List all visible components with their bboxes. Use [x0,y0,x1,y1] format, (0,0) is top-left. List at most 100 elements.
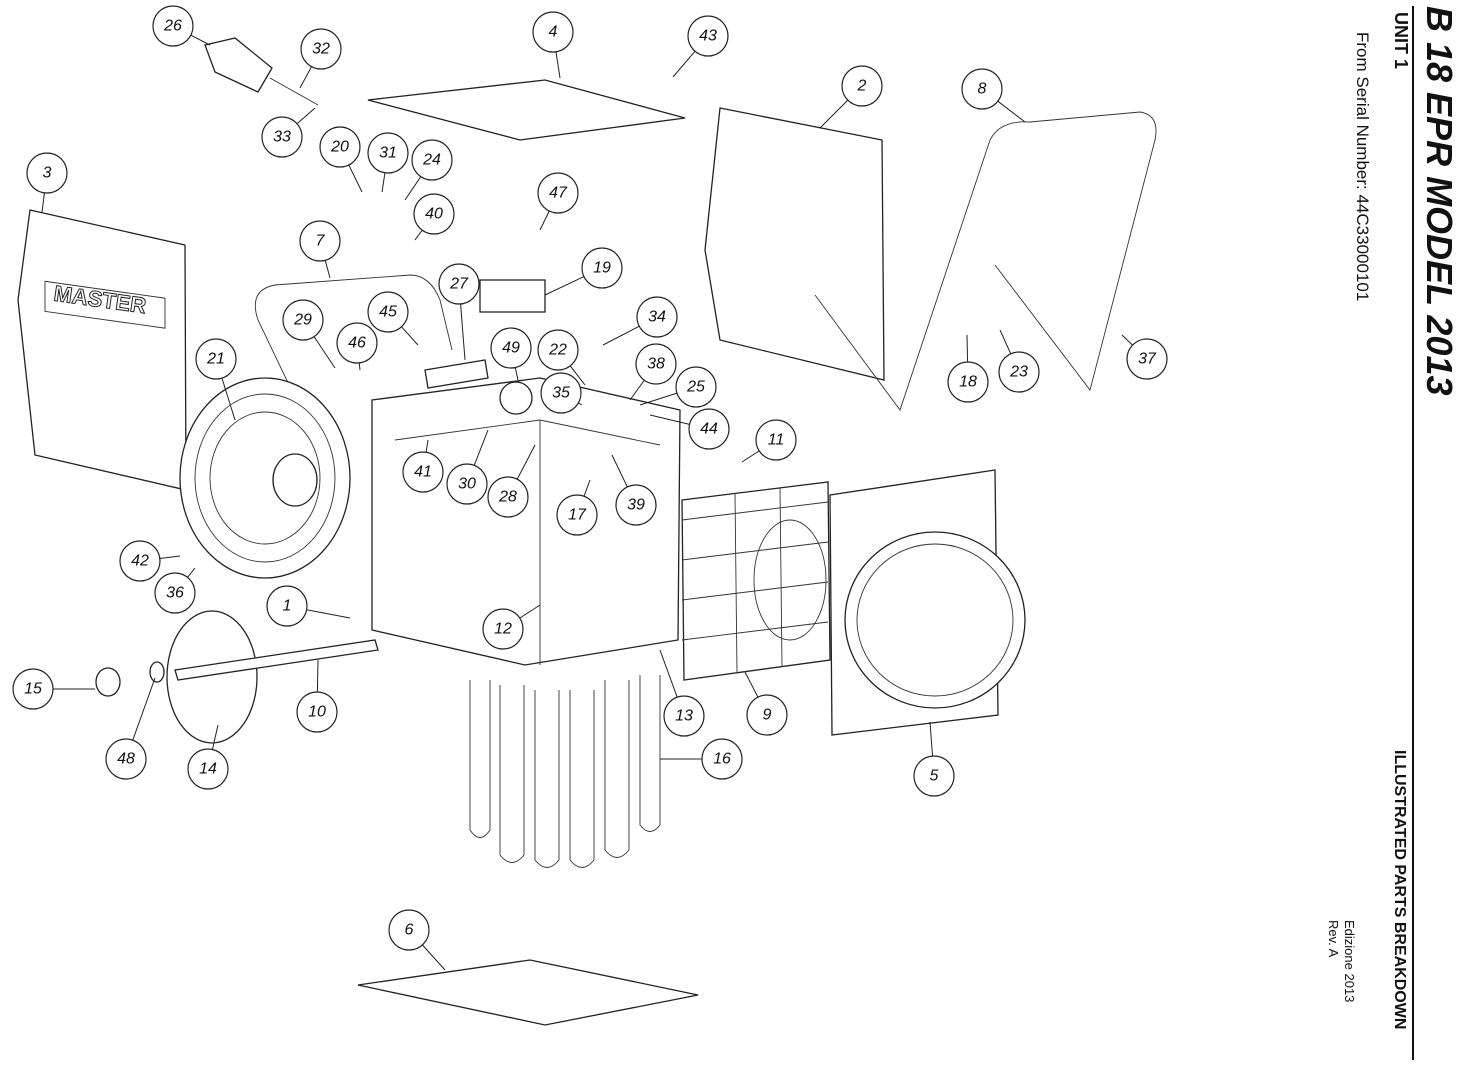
revision-label: Rev. A [1326,920,1341,958]
callout-29: 29 [282,299,324,341]
hub-cap [95,667,121,697]
callout-circle [615,484,657,526]
callout-circle [319,126,361,168]
leader-line [132,677,156,741]
callout-17: 17 [556,494,598,536]
leader-line [659,649,678,698]
callout-circle [195,338,237,380]
callout-number: 23 [1009,364,1028,381]
callout-number: 4 [549,24,558,41]
callout-circle [675,366,717,408]
leader-line [473,429,489,466]
callout-number: 29 [293,312,312,329]
leader-line [211,724,219,750]
callout-number: 41 [414,464,432,481]
callout-circle [296,691,338,733]
leader-line [460,303,466,361]
leader-line [639,392,678,406]
leader-line [1121,334,1133,346]
callout-circle [187,748,229,790]
callout-number: 37 [1138,351,1157,368]
callout-number: 12 [494,621,512,638]
callout-26: 26 [152,5,194,47]
callout-circle [537,329,579,371]
power-cable [269,77,319,106]
callout-46: 46 [336,322,378,364]
callout-number: 46 [348,335,366,352]
callout-3: 3 [26,152,68,194]
callout-12: 12 [482,608,524,650]
callout-circle [487,476,529,518]
callout-number: 32 [312,41,330,58]
callout-circle [12,668,54,710]
callout-38: 38 [635,343,677,385]
callout-number: 25 [686,379,705,396]
callout-number: 20 [330,139,349,156]
callout-circle [367,132,409,174]
callout-number: 28 [498,489,517,506]
callout-33: 33 [261,116,303,158]
callout-27: 27 [438,263,480,305]
callout-35: 35 [540,372,582,414]
main-housing [371,377,681,666]
callout-36: 36 [154,572,196,614]
callout-number: 7 [316,233,326,250]
callout-number: 38 [647,356,665,373]
callout-circle [119,540,161,582]
callout-14: 14 [187,748,229,790]
callout-number: 21 [206,351,225,368]
leader-line [296,107,316,125]
callout-8: 8 [961,68,1003,110]
leader-line [578,402,583,406]
callout-circle [1126,338,1168,380]
callout-9: 9 [746,694,788,736]
callout-45: 45 [367,291,409,333]
leader-line [348,164,363,193]
callout-41: 41 [402,451,444,493]
callout-31: 31 [367,132,409,174]
handle-large [814,111,1157,411]
callout-number: 6 [405,922,414,939]
front-grille [681,481,831,681]
fan-assembly [179,377,351,579]
callout-40: 40 [413,193,455,235]
callout-number: 14 [199,761,217,778]
callout-number: 45 [379,304,397,321]
callout-44: 44 [688,408,730,450]
top-panel [367,79,686,141]
callout-number: 40 [425,206,443,223]
callout-circle [688,408,730,450]
leader-line [629,379,645,401]
title-rule [1412,6,1414,1060]
edition-label: Edizione 2013 [1342,920,1357,1003]
callout-circle [663,695,705,737]
callout-2: 2 [841,65,883,107]
leader-line [744,671,759,698]
callout-number: 11 [768,432,785,449]
callout-circle [961,68,1003,110]
cable-gland [204,37,273,93]
heating-elements [469,675,661,868]
leader-line [611,454,628,488]
callout-number: 27 [449,276,469,293]
callout-number: 36 [166,585,184,602]
callout-number: 15 [24,681,42,698]
leader-line [539,210,550,231]
callout-circle [490,327,532,369]
callout-number: 33 [273,129,291,146]
callout-circle [26,152,68,194]
callout-47: 47 [537,172,579,214]
callout-number: 49 [502,340,520,357]
callout-21: 21 [195,338,237,380]
leader-lines [41,34,1133,971]
callout-28: 28 [487,476,529,518]
document-title: B 18 EPR MODEL 2013 [1419,6,1460,396]
leader-line [569,365,586,386]
leader-line [555,51,561,79]
callout-circle [947,361,989,403]
leader-line [187,567,196,578]
callout-number: 1 [283,598,292,615]
leader-line [966,334,969,363]
callout-number: 13 [675,708,693,725]
callout-circle [581,247,623,289]
